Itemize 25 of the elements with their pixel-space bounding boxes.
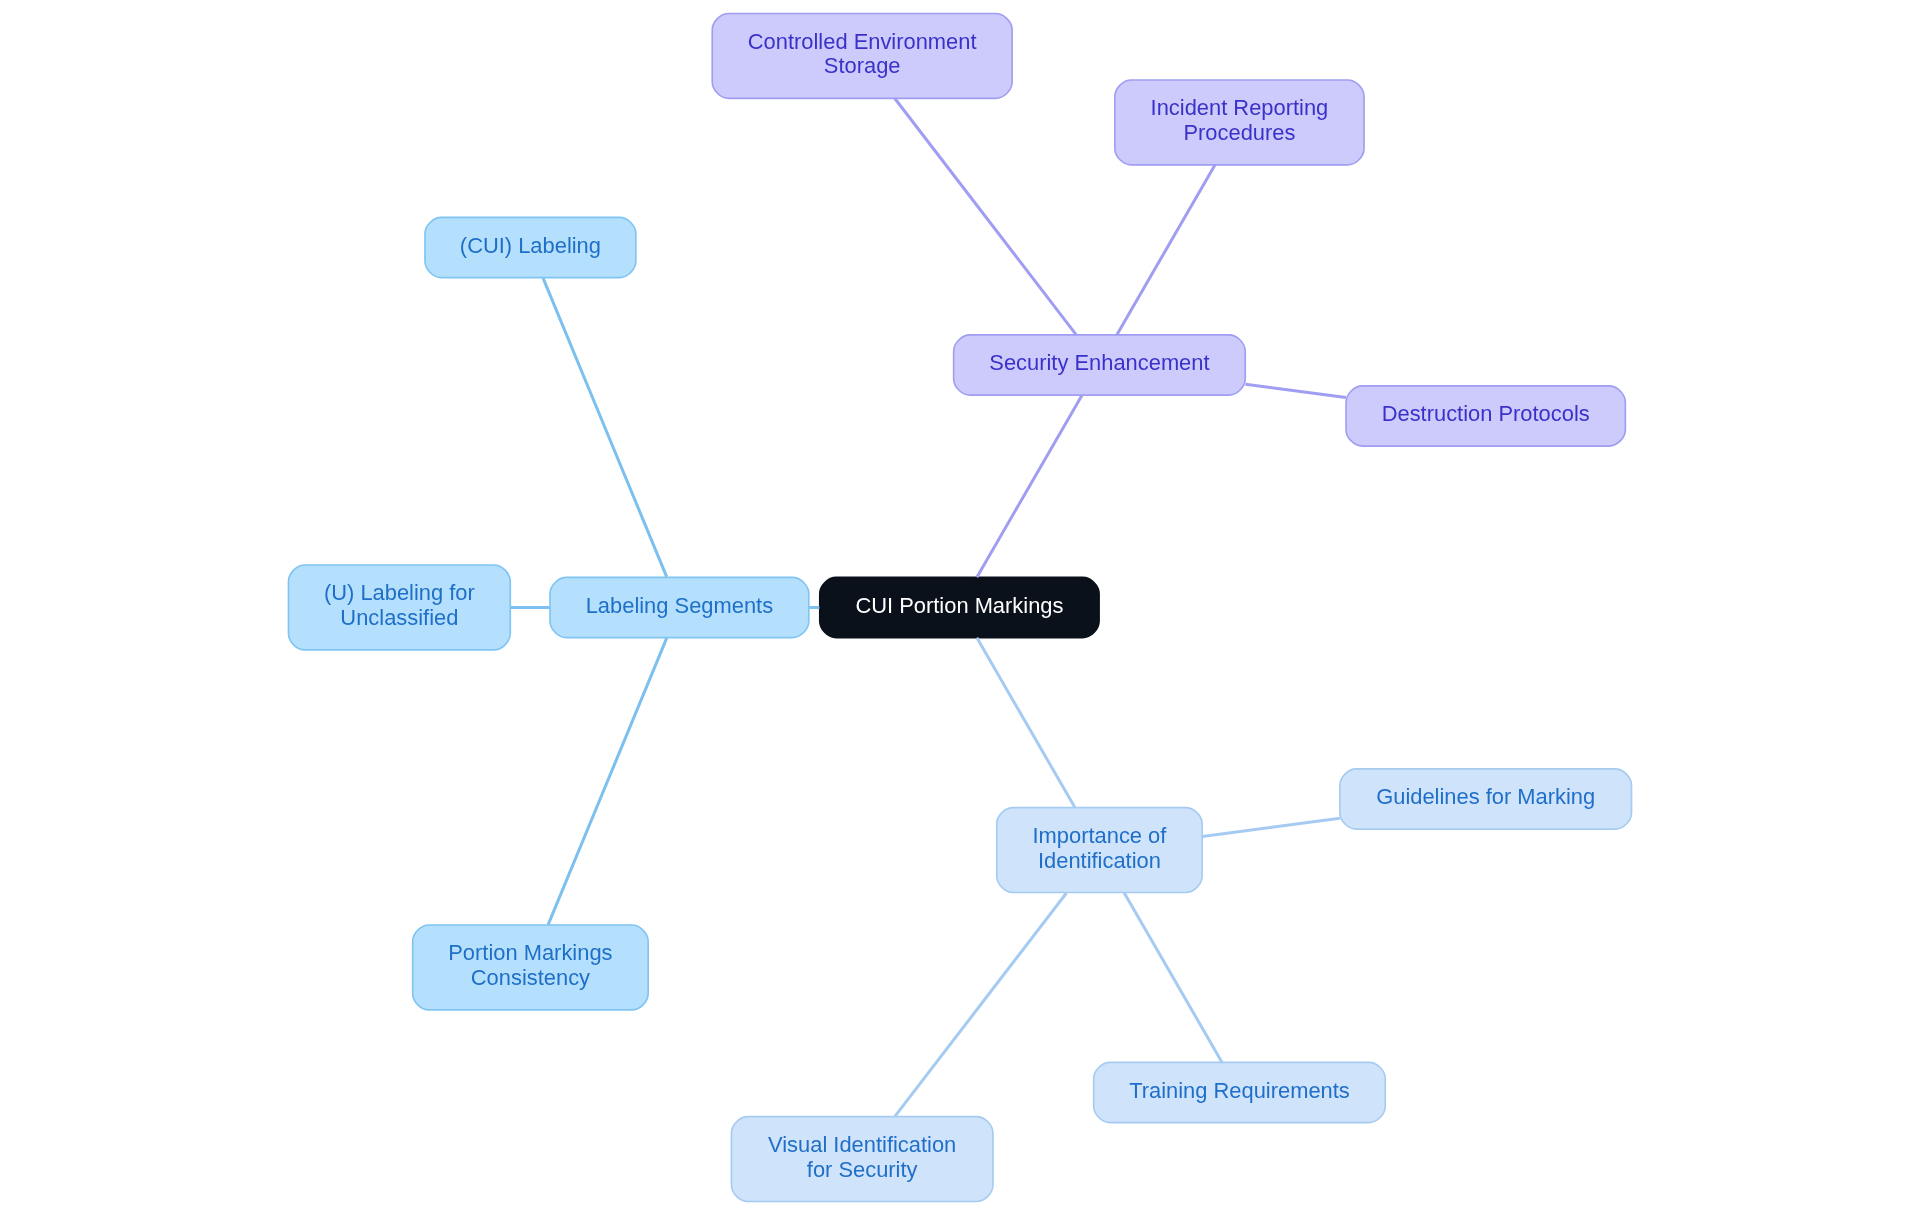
- node-box: Controlled Environment Storage: [711, 12, 1013, 100]
- connector: [893, 892, 1068, 1118]
- node-box: (CUI) Labeling: [424, 216, 637, 279]
- node-box: Destruction Protocols: [1345, 385, 1627, 447]
- connector: [975, 636, 1077, 809]
- node-box: Security Enhancement: [952, 334, 1247, 396]
- connector: [546, 637, 669, 926]
- node-box: Portion Markings Consistency: [411, 924, 649, 1011]
- connector: [975, 394, 1084, 579]
- connector: [1202, 816, 1340, 838]
- connector: [1115, 164, 1217, 336]
- node-box: Incident Reporting Procedures: [1114, 79, 1365, 166]
- node-box: Labeling Segments: [549, 576, 810, 639]
- node-box: (U) Labeling for Unclassified: [287, 564, 512, 651]
- node-box: Training Requirements: [1092, 1061, 1387, 1124]
- node-box: Guidelines for Marking: [1339, 768, 1633, 830]
- connector: [510, 606, 550, 609]
- connector: [1245, 382, 1347, 399]
- connector: [893, 97, 1078, 336]
- node-box: CUI Portion Markings: [818, 576, 1100, 639]
- node-box: Importance of Identification: [995, 806, 1203, 894]
- connector: [809, 606, 820, 609]
- connector: [541, 277, 669, 578]
- connector: [1122, 892, 1224, 1064]
- node-box: Visual Identification for Security: [730, 1115, 994, 1203]
